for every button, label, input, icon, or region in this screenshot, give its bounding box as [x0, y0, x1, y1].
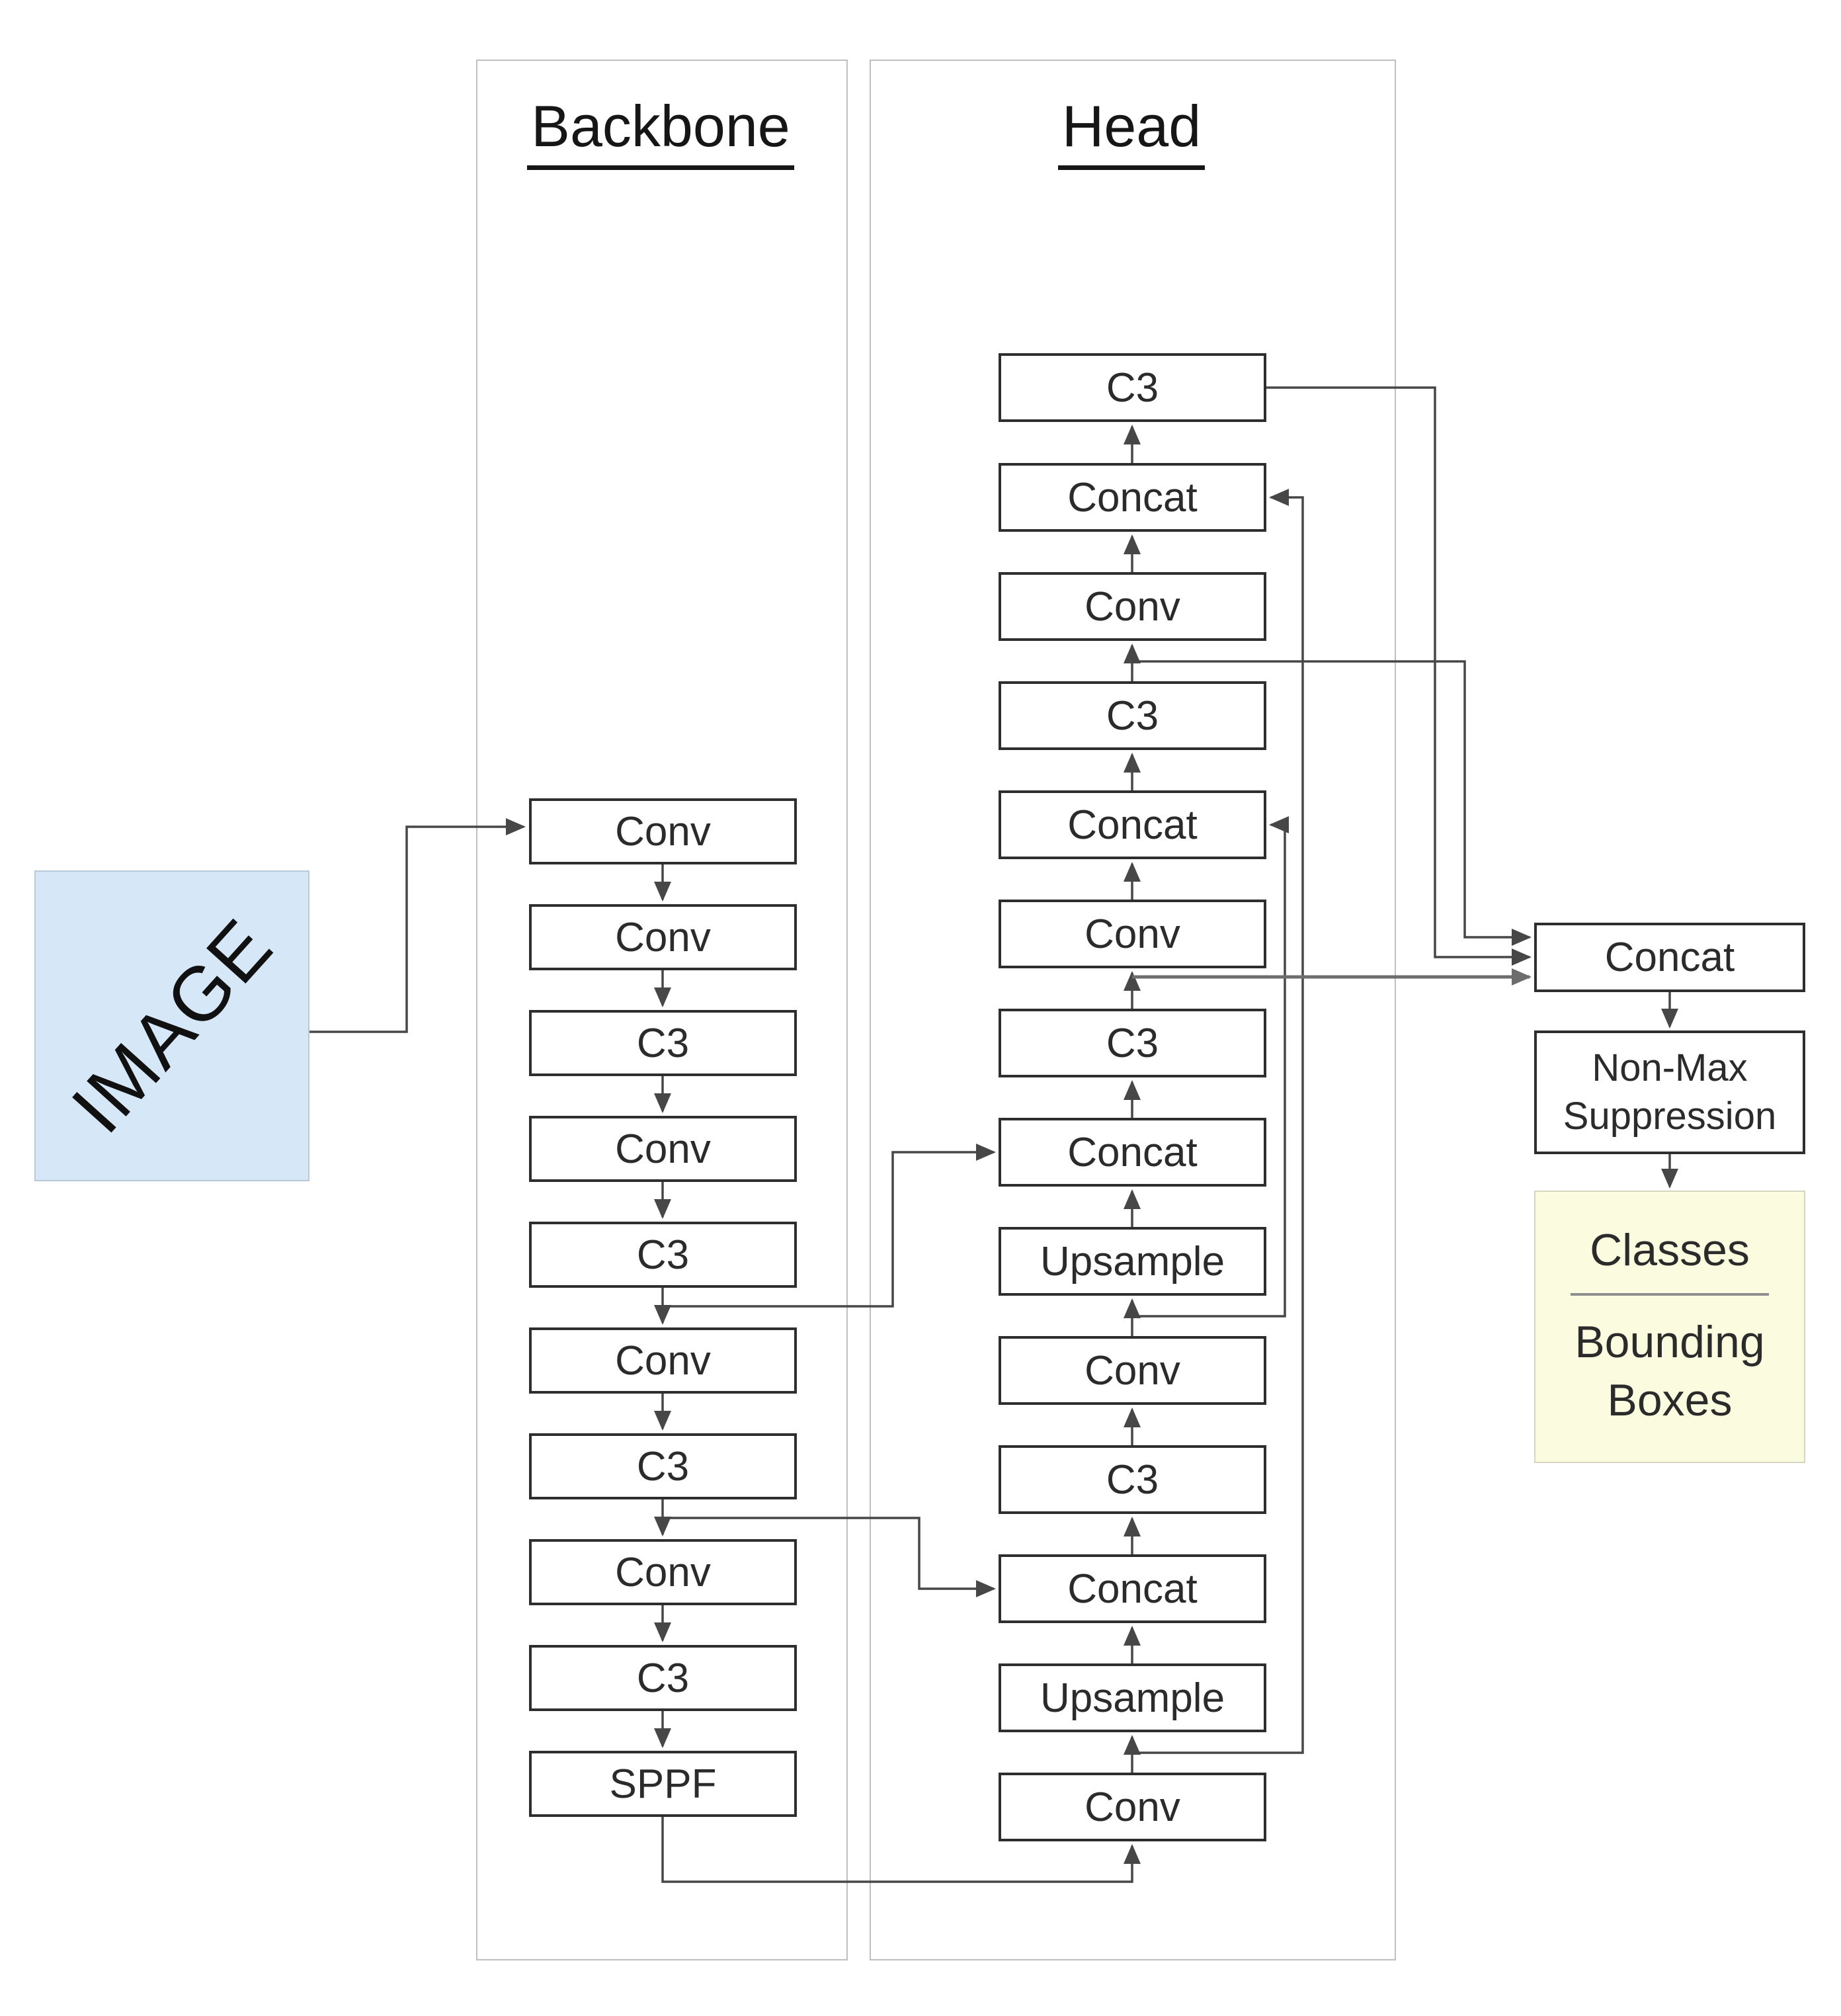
head-concat-5: Concat: [999, 790, 1266, 859]
node-label: C3: [636, 1232, 690, 1278]
backbone-c3-7: C3: [529, 1433, 797, 1499]
nms-line1: Non-Max: [1592, 1046, 1748, 1089]
node-label: Conv: [1084, 583, 1180, 630]
node-label: Conv: [1084, 1784, 1180, 1830]
output-divider: [1570, 1292, 1770, 1296]
input-image-node: IMAGE: [34, 870, 309, 1181]
node-label: Conv: [1084, 911, 1180, 957]
node-label: SPPF: [609, 1761, 717, 1807]
node-label: C3: [636, 1655, 690, 1701]
head-concat-8: Concat: [999, 1118, 1266, 1187]
output-classes-label: Classes: [1590, 1224, 1750, 1275]
head-c3-4: C3: [999, 681, 1266, 750]
output-node: Classes Bounding Boxes: [1534, 1191, 1805, 1463]
node-label: C3: [1106, 1456, 1159, 1503]
node-label: C3: [636, 1443, 690, 1490]
edge-hconv14-to-hconcat2: [1132, 489, 1304, 1754]
edge-hconv10-to-hconcat5: [1132, 816, 1289, 1318]
head-conv-10: Conv: [999, 1336, 1266, 1405]
output-bounding-boxes-label: Bounding Boxes: [1575, 1316, 1765, 1425]
head-conv-6: Conv: [999, 900, 1266, 968]
node-label: Conv: [615, 914, 711, 960]
backbone-conv-8: Conv: [529, 1539, 797, 1605]
edge-bc35-to-hconcat8: [663, 1144, 996, 1308]
detect-concat: Concat: [1534, 923, 1805, 992]
edge-hc34-to-detect-concat: [1132, 660, 1532, 946]
backbone-c3-5: C3: [529, 1222, 797, 1288]
head-title-text: Head: [1057, 93, 1206, 170]
node-label: Concat: [1067, 1566, 1198, 1612]
backbone-c3-3: C3: [529, 1010, 797, 1076]
node-label: Concat: [1604, 935, 1735, 980]
backbone-sppf-10: SPPF: [529, 1751, 797, 1817]
backbone-conv-1: Conv: [529, 798, 797, 864]
node-label: Upsample: [1040, 1238, 1225, 1284]
node-label: Conv: [615, 808, 711, 855]
backbone-title-text: Backbone: [527, 93, 794, 170]
node-label: Concat: [1067, 802, 1198, 848]
backbone-panel: [476, 60, 848, 1960]
nms-line2: Suppression: [1563, 1094, 1777, 1138]
head-c3-7: C3: [999, 1009, 1266, 1077]
node-label: Concat: [1067, 1129, 1198, 1175]
head-conv-14: Conv: [999, 1773, 1266, 1841]
edge-image-to-backbone-conv1: [309, 818, 526, 1033]
node-label: Upsample: [1040, 1675, 1225, 1721]
backbone-title: Backbone: [476, 93, 845, 170]
backbone-conv-6: Conv: [529, 1327, 797, 1394]
node-label: C3: [1106, 1020, 1159, 1066]
node-label: Concat: [1067, 474, 1198, 521]
head-title: Head: [870, 93, 1393, 170]
head-c3-1: C3: [999, 353, 1266, 422]
edge-sppf-to-hconv14: [661, 1817, 1141, 1883]
backbone-conv-2: Conv: [529, 904, 797, 970]
head-panel: [870, 60, 1396, 1960]
head-upsample-9: Upsample: [999, 1227, 1266, 1296]
node-label: Conv: [615, 1549, 711, 1595]
node-label: Conv: [615, 1337, 711, 1384]
head-conv-3: Conv: [999, 572, 1266, 641]
node-label: C3: [636, 1020, 690, 1066]
backbone-c3-9: C3: [529, 1645, 797, 1711]
node-label: Conv: [615, 1126, 711, 1172]
node-label: Conv: [1084, 1347, 1180, 1394]
head-c3-11: C3: [999, 1445, 1266, 1514]
node-label: C3: [1106, 693, 1159, 739]
head-concat-12: Concat: [999, 1554, 1266, 1623]
head-upsample-13: Upsample: [999, 1663, 1266, 1732]
backbone-conv-4: Conv: [529, 1116, 797, 1182]
node-label: C3: [1106, 364, 1159, 411]
edge-hc31-to-detect-concat: [1266, 386, 1532, 966]
head-concat-2: Concat: [999, 463, 1266, 532]
non-max-suppression-node: Non-Max Suppression: [1534, 1030, 1805, 1154]
input-image-label: IMAGE: [55, 902, 289, 1150]
edge-bc37-to-hconcat12: [663, 1517, 996, 1597]
